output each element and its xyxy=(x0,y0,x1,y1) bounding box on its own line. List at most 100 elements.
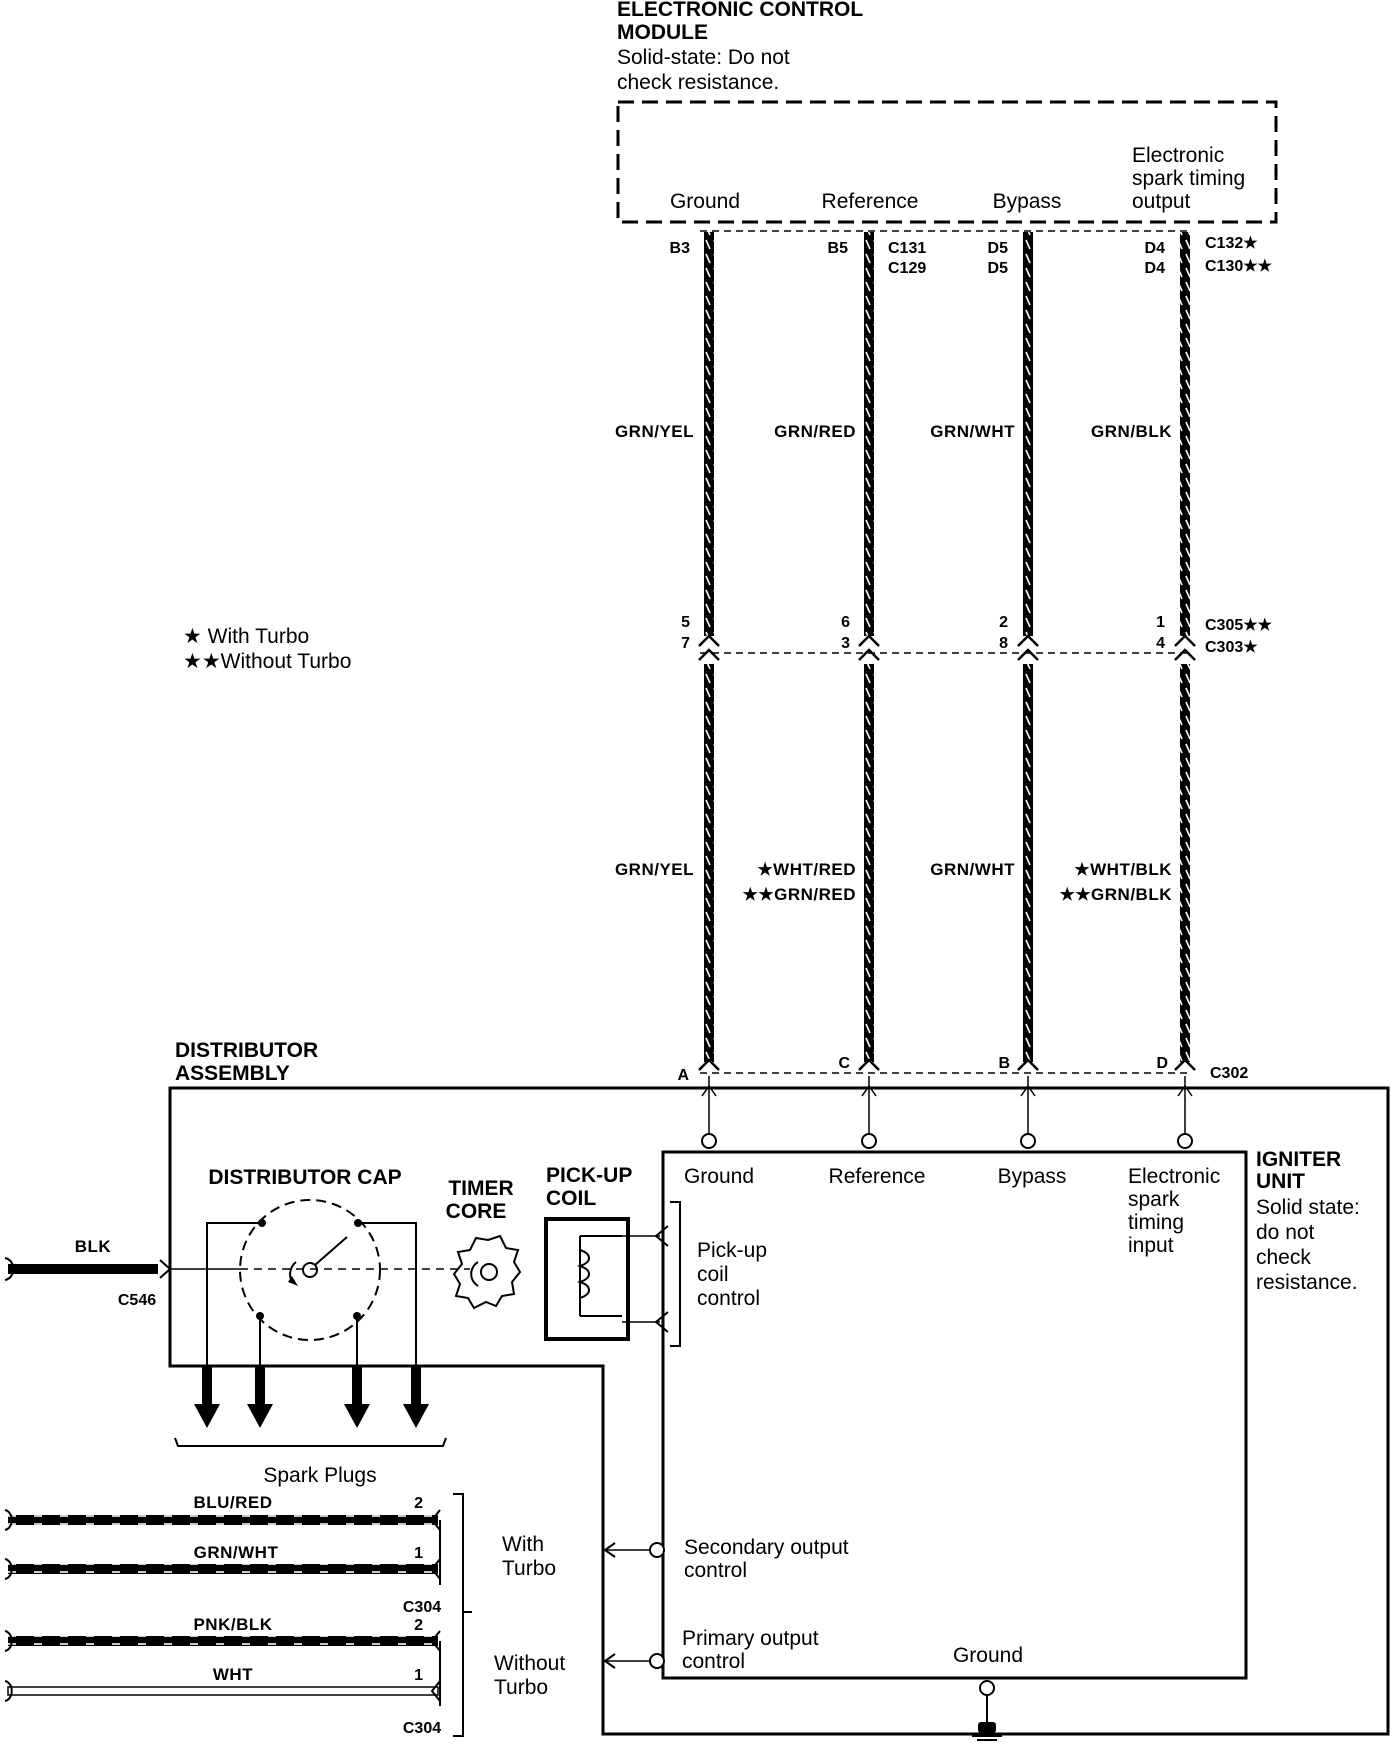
pickup-coil-label: PICK-UP xyxy=(546,1164,632,1187)
legend: ★ With Turbo ★★Without Turbo xyxy=(183,625,351,673)
wire-bypass-upper xyxy=(1023,232,1033,636)
wire-esto-lower xyxy=(1180,664,1190,1062)
pin-label: 8 xyxy=(999,635,1008,652)
ecm-terminal-esto: output xyxy=(1132,190,1191,213)
wire-label: ★★GRN/RED xyxy=(743,885,856,904)
wire-label: WHT xyxy=(213,1665,253,1684)
wire-grn-wht xyxy=(8,1564,438,1574)
pin-label: 4 xyxy=(1156,635,1165,652)
timer-core-label: TIMER xyxy=(448,1177,513,1200)
connector-label: C129 xyxy=(888,260,926,277)
pin-label: 3 xyxy=(841,635,850,652)
pin-label: D5 xyxy=(988,240,1009,257)
pin-label: B xyxy=(998,1055,1010,1072)
wire-ground-lower xyxy=(704,664,714,1062)
secondary-output-label: Secondary output xyxy=(684,1536,849,1559)
wire-reference-upper xyxy=(864,232,874,636)
wire-label: GRN/WHT xyxy=(194,1543,279,1562)
spark-plugs-label: Spark Plugs xyxy=(263,1464,376,1487)
ecm-terminal-ground: Ground xyxy=(670,190,740,213)
pickup-control-label: control xyxy=(697,1287,760,1310)
pin-label: 1 xyxy=(1156,614,1165,631)
pin-label: 1 xyxy=(414,1545,423,1562)
ecm-terminal-esto: Electronic xyxy=(1132,144,1224,167)
pickup-control-label: Pick-up xyxy=(697,1239,767,1262)
ecm-note: Solid-state: Do not xyxy=(617,46,790,69)
pin-label: 2 xyxy=(414,1495,423,1512)
pin-label: 2 xyxy=(999,614,1008,631)
wire-bypass-lower xyxy=(1023,664,1033,1062)
wire-blk xyxy=(8,1264,158,1274)
wire-label: BLK xyxy=(75,1237,112,1256)
connector-label: C546 xyxy=(118,1292,156,1309)
igniter-terminal-bypass: Bypass xyxy=(998,1165,1067,1188)
timer-core-icon xyxy=(452,1234,522,1310)
igniter-note: do not xyxy=(1256,1221,1315,1244)
pickup-control-label: coil xyxy=(697,1263,729,1286)
secondary-output-label: control xyxy=(684,1559,747,1582)
distributor-assembly: DISTRIBUTOR ASSEMBLY A C B D C302 DISTRI… xyxy=(4,1039,1390,1736)
ecm-terminal-esto: spark timing xyxy=(1132,167,1245,190)
connector-label: C132★ xyxy=(1205,235,1258,252)
wire-label: ★WHT/RED xyxy=(757,860,856,879)
igniter-note: check xyxy=(1256,1246,1311,1269)
wire-label: ★★GRN/BLK xyxy=(1060,885,1173,904)
distributor-cap xyxy=(239,1199,381,1341)
pin-label: C xyxy=(838,1055,850,1072)
wire-label: PNK/BLK xyxy=(193,1615,272,1634)
primary-output-label: control xyxy=(682,1650,745,1673)
pin-label: D4 xyxy=(1145,240,1166,257)
mid-connector-chevrons xyxy=(698,634,1196,1071)
pin-label: 1 xyxy=(414,1667,423,1684)
ecm-terminal-reference: Reference xyxy=(822,190,919,213)
pickup-coil-label: COIL xyxy=(546,1187,596,1210)
wire-pnk-blk xyxy=(8,1636,438,1646)
timer-core-label: CORE xyxy=(446,1200,507,1223)
without-turbo-label: Turbo xyxy=(494,1676,548,1699)
distributor-title: ASSEMBLY xyxy=(175,1062,290,1085)
spark-plug-brace xyxy=(174,1437,447,1447)
pickup-coil-icon xyxy=(576,1235,622,1317)
igniter-terminal-stubs xyxy=(701,1076,1193,1133)
legend-with-turbo: ★ With Turbo xyxy=(183,625,309,648)
wire-blu-red xyxy=(8,1515,438,1525)
igniter-title: UNIT xyxy=(1256,1170,1305,1193)
distributor-title: DISTRIBUTOR xyxy=(175,1039,318,1062)
rotor-center xyxy=(302,1262,318,1278)
output-wires: BLU/RED 2 GRN/WHT 1 C304 PNK/BLK 2 WHT 1… xyxy=(4,1493,565,1737)
ground-symbol xyxy=(978,1722,996,1733)
ecm-note: check resistance. xyxy=(617,71,779,94)
connector-label: C305★★ xyxy=(1205,617,1273,634)
igniter-box xyxy=(661,1150,1248,1680)
wire-esto-upper xyxy=(1180,232,1190,636)
igniter-terminal-ground: Ground xyxy=(684,1165,754,1188)
wire-ground-upper xyxy=(704,232,714,636)
ecm-terminal-bypass: Bypass xyxy=(993,190,1062,213)
ecm-pins: B3 B5 C131 C129 D5 D5 D4 D4 C132★ C130★★ xyxy=(670,235,1273,277)
with-turbo-label: Turbo xyxy=(502,1557,556,1580)
pin-label: D5 xyxy=(988,260,1009,277)
legend-without-turbo: ★★Without Turbo xyxy=(183,650,351,673)
distributor-frame xyxy=(168,1086,1390,1736)
connector-label: C304 xyxy=(403,1720,441,1737)
igniter-title: IGNITER xyxy=(1256,1148,1341,1171)
igniter-note: resistance. xyxy=(1256,1271,1358,1294)
wire-label: BLU/RED xyxy=(193,1493,272,1512)
ecm-title: MODULE xyxy=(617,21,708,44)
connector-label: C302 xyxy=(1210,1065,1248,1082)
igniter-unit: IGNITER UNIT Solid state: do not check r… xyxy=(603,1076,1360,1741)
igniter-terminal-esti: Electronic xyxy=(1128,1165,1220,1188)
wire-reference-lower xyxy=(864,664,874,1062)
pin-label: A xyxy=(677,1067,689,1084)
cap-leads xyxy=(206,1222,417,1365)
connector-label: C304 xyxy=(403,1599,441,1616)
ecm-box xyxy=(616,100,1278,224)
upper-wire-labels: GRN/YEL GRN/RED GRN/WHT GRN/BLK xyxy=(615,422,1172,441)
pin-label: 2 xyxy=(414,1617,423,1634)
pin-label: B3 xyxy=(670,240,691,257)
connector-label: C303★ xyxy=(1205,639,1258,656)
vertical-wires xyxy=(704,232,1190,1062)
wire-label: GRN/RED xyxy=(774,422,856,441)
distributor-cap-label: DISTRIBUTOR CAP xyxy=(208,1166,401,1189)
